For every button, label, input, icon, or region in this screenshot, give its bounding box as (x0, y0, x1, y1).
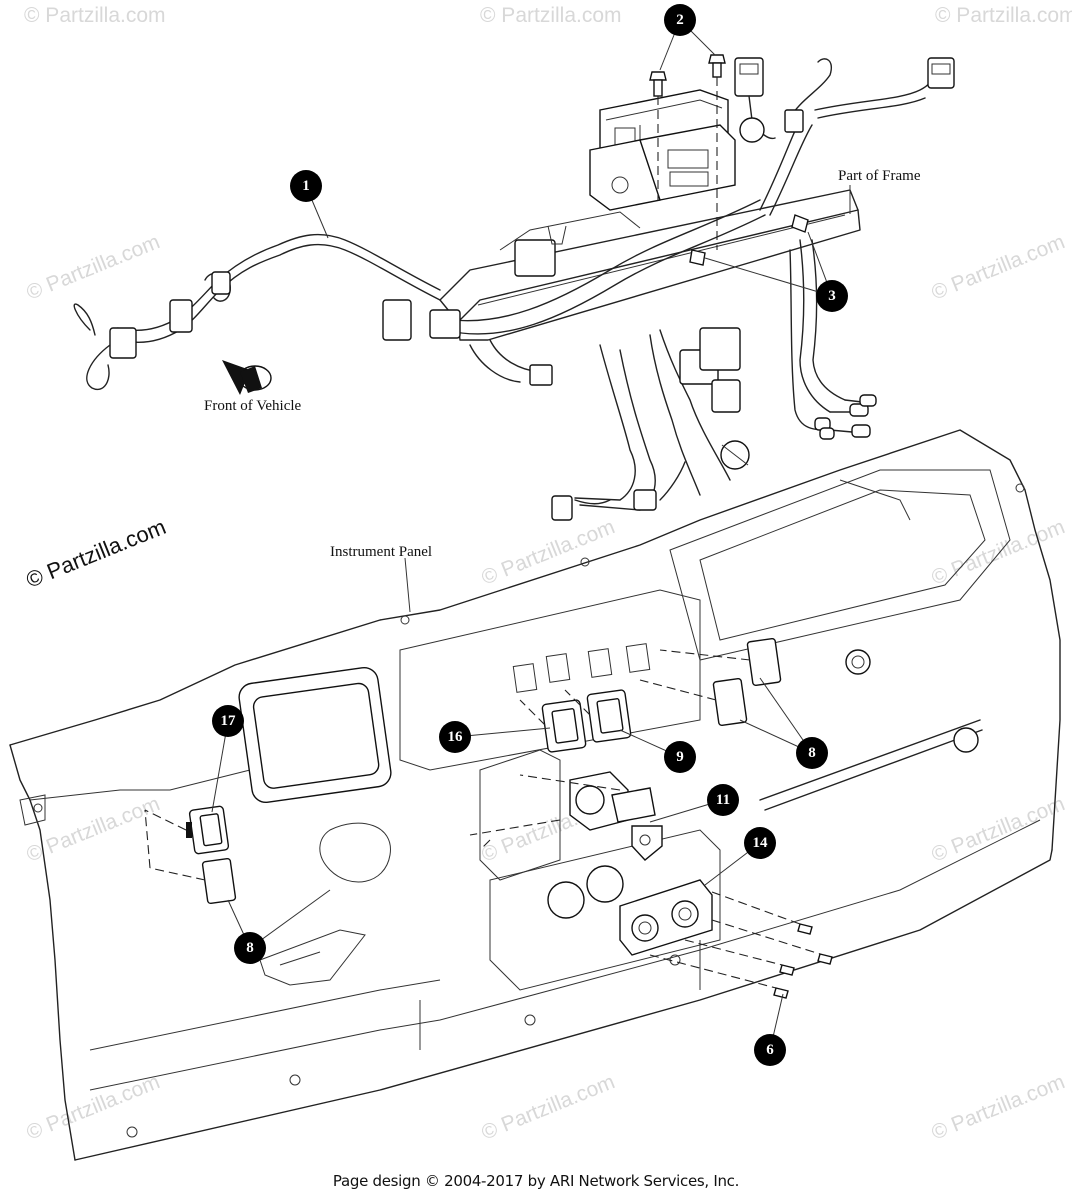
connector (382, 299, 412, 341)
svg-text:1: 1 (302, 178, 310, 194)
footer-copyright: Page design © 2004-2017 by ARI Network S… (332, 1172, 740, 1190)
svg-text:8: 8 (808, 745, 816, 761)
front-of-vehicle-label: Front of Vehicle (204, 398, 302, 414)
frame-and-harness (73, 54, 955, 521)
svg-text:3: 3 (828, 288, 836, 304)
watermark: © Partzilla.com (478, 515, 618, 589)
svg-text:11: 11 (716, 792, 730, 808)
watermark: © Partzilla.com (23, 230, 163, 304)
switch-item-9 (586, 689, 632, 743)
watermark: © Partzilla.com (480, 4, 622, 27)
callout-6: 6 (754, 1034, 786, 1066)
connector (927, 57, 955, 89)
svg-text:17: 17 (221, 713, 237, 729)
watermark: © Partzilla.com (928, 515, 1068, 589)
connector (109, 327, 137, 359)
watermark-prominent: © Partzilla.com (23, 514, 170, 593)
connector (169, 299, 193, 333)
callout-2: 2 (664, 4, 696, 36)
instrument-panel-label: Instrument Panel (330, 544, 432, 560)
callout-14: 14 (744, 827, 776, 859)
watermark: © Partzilla.com (478, 1070, 618, 1144)
bolts-item-2 (649, 54, 726, 250)
power-outlet-item-14 (619, 879, 713, 956)
svg-text:2: 2 (676, 12, 684, 28)
watermark: © Partzilla.com (928, 230, 1068, 304)
watermark: © Partzilla.com (928, 1070, 1068, 1144)
callout-8-right: 8 (796, 737, 828, 769)
switch-item-16 (541, 699, 587, 753)
callout-3: 3 (816, 280, 848, 312)
switch-item-17 (186, 805, 230, 855)
callout-16: 16 (439, 721, 471, 753)
instrument-panel-body (9, 429, 1061, 1161)
screws-item-6 (773, 923, 833, 999)
callout-9: 9 (664, 741, 696, 773)
switch-blank-item-8 (201, 637, 782, 905)
part-of-frame-label: Part of Frame (838, 168, 921, 184)
watermark: © Partzilla.com (928, 792, 1068, 866)
glove-box-lock (845, 649, 871, 675)
svg-text:16: 16 (448, 729, 464, 745)
front-of-vehicle-arrow-icon (222, 360, 272, 395)
callout-8-left: 8 (234, 932, 266, 964)
svg-text:9: 9 (676, 749, 684, 765)
assembly-lines (144, 649, 821, 989)
callout-11: 11 (707, 784, 739, 816)
bolts-item-3 (689, 214, 809, 266)
svg-text:14: 14 (753, 835, 769, 851)
svg-text:6: 6 (766, 1042, 774, 1058)
ignition-switch-item-11 (569, 771, 663, 861)
svg-text:8: 8 (246, 940, 254, 956)
watermark: © Partzilla.com (24, 4, 166, 27)
callout-17: 17 (212, 705, 244, 737)
callout-1: 1 (290, 170, 322, 202)
watermark: © Partzilla.com (23, 1070, 163, 1144)
watermark: © Partzilla.com (935, 4, 1072, 27)
